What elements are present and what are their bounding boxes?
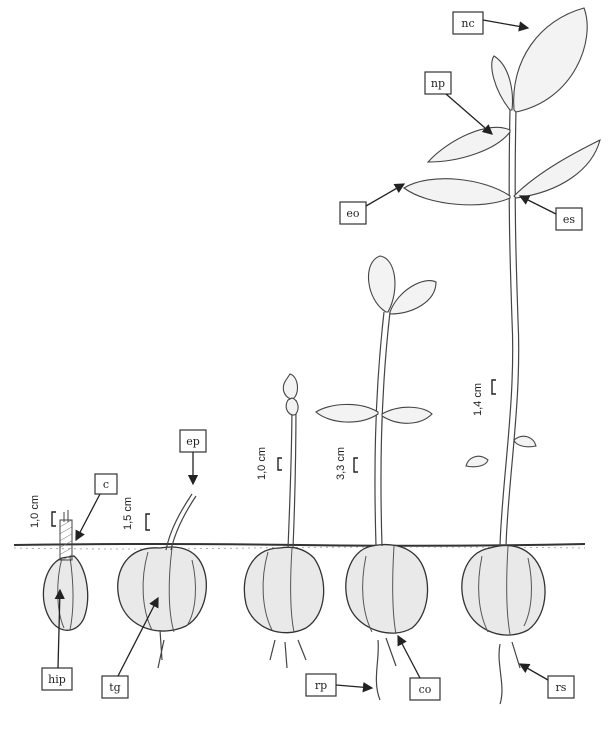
- scale-bar-5: 1,4 cm: [472, 380, 496, 416]
- scale-bar-4: 3,3 cm: [335, 447, 358, 480]
- svg-text:tg: tg: [109, 681, 120, 694]
- scale-label-1: 1,0 cm: [29, 495, 41, 528]
- svg-text:np: np: [431, 77, 445, 90]
- stage-5-seed: [462, 546, 545, 635]
- svg-text:rp: rp: [315, 679, 327, 692]
- scale-bar-1: 1,0 cm: [29, 495, 56, 528]
- stage-5-leaf-es: [514, 140, 600, 198]
- scale-bars: 1,0 cm 1,5 cm 1,0 cm 3,3 cm 1,4 cm: [29, 380, 496, 530]
- stage-1-seed: [43, 556, 87, 630]
- stage-5-leaf-np: [428, 127, 510, 162]
- svg-text:ep: ep: [186, 435, 200, 448]
- stage-4-top-leaf-left: [369, 256, 395, 312]
- stage-5-seedling: [404, 8, 600, 704]
- stage-4-leaf-left: [316, 404, 378, 422]
- label-co: co: [398, 636, 440, 700]
- scale-label-5: 1,4 cm: [472, 383, 484, 416]
- stage-5-leaf-eo: [404, 179, 510, 205]
- scale-label-3: 1,0 cm: [256, 447, 268, 480]
- label-es: es: [520, 196, 582, 230]
- stage-1-seedling: [43, 510, 87, 630]
- svg-text:c: c: [103, 478, 109, 491]
- svg-text:hip: hip: [48, 673, 66, 686]
- stage-3-seedling: [244, 374, 323, 668]
- scale-label-4: 3,3 cm: [335, 447, 347, 480]
- stage-4-top-leaf-right: [390, 281, 436, 314]
- stage-4-seedling: [316, 256, 436, 700]
- scale-bar-2: 1,5 cm: [122, 497, 150, 530]
- stage-5-leaf-nc: [514, 8, 588, 112]
- stage-4-leaf-right: [382, 407, 432, 423]
- svg-text:nc: nc: [461, 17, 474, 30]
- scale-bar-3: 1,0 cm: [256, 447, 282, 480]
- svg-text:eo: eo: [346, 207, 360, 220]
- stage-3-seed: [244, 547, 323, 632]
- svg-text:co: co: [419, 683, 432, 696]
- label-c: c: [76, 474, 117, 540]
- label-eo: eo: [340, 184, 404, 224]
- svg-text:es: es: [563, 213, 576, 226]
- label-rs: rs: [520, 664, 574, 698]
- label-nc: nc: [453, 12, 528, 34]
- stage-4-seed: [346, 545, 428, 634]
- label-ep: ep: [180, 430, 206, 484]
- label-np: np: [425, 72, 492, 134]
- stage-2-seed: [118, 547, 207, 631]
- scale-label-2: 1,5 cm: [122, 497, 134, 530]
- svg-text:rs: rs: [556, 681, 567, 694]
- label-rp: rp: [306, 674, 372, 696]
